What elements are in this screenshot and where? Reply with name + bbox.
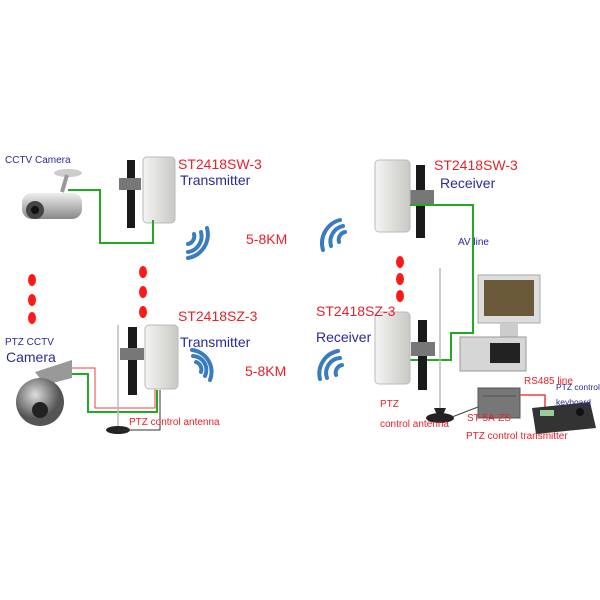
ptz-control-transmitter-icon: [477, 387, 521, 419]
wireless-signal-icon: [186, 226, 210, 260]
distance-bottom: 5-8KM: [245, 363, 287, 379]
control-cable-bottom-left: [72, 367, 156, 409]
ptz-control-antenna-left-icon: [106, 325, 161, 434]
transmitter-top-role: Transmitter: [180, 172, 251, 188]
av-cable-bottom-left: [72, 373, 158, 413]
receiver-antenna-top-icon: [374, 159, 434, 238]
keyboard-label-line1: PTZ control: [556, 382, 600, 392]
cctv-camera-label: CCTV Camera: [5, 155, 71, 166]
transmitter-bottom-role: Transmitter: [180, 334, 251, 350]
ptz-control-antenna-right-icon: [426, 268, 479, 423]
continuation-dots: [28, 256, 404, 324]
ptz-antenna-label-left: PTZ control antenna: [129, 417, 220, 428]
ptz-antenna-label-right-line1: PTZ: [380, 399, 399, 410]
av-line-label: AV line: [458, 237, 489, 248]
device-label: PTZ control transmitter: [466, 431, 568, 442]
keyboard-label-line2: keyboard: [556, 397, 591, 407]
ptz-control-keyboard-icon: [532, 402, 596, 434]
transmitter-antenna-bottom-icon: [120, 324, 179, 395]
receiver-bottom-role: Receiver: [316, 329, 372, 345]
cctv-camera-icon: [22, 169, 82, 219]
wireless-signal-icon: [320, 218, 347, 252]
receiver-bottom-model: ST2418SZ-3: [316, 303, 396, 319]
ptz-antenna-label-right-line2: control antenna: [380, 419, 449, 430]
av-line-cable: [410, 204, 474, 361]
wireless-signal-icon: [190, 348, 214, 382]
rs485-line-label: RS485 line: [524, 376, 573, 387]
receiver-top-model: ST2418SW-3: [434, 157, 518, 173]
av-cable-top-left: [68, 189, 154, 244]
wireless-signal-icon: [317, 349, 344, 381]
receiver-antenna-bottom-icon: [374, 311, 435, 390]
transmitter-bottom-model: ST2418SZ-3: [178, 308, 258, 324]
transmitter-top-model: ST2418SW-3: [178, 156, 262, 172]
rs485-cable: [520, 394, 546, 408]
distance-top: 5-8KM: [246, 231, 288, 247]
ptz-camera-label-line2: Camera: [6, 349, 56, 365]
ptz-camera-icon: [16, 360, 72, 426]
monitoring-computer-icon: [459, 274, 541, 372]
receiver-top-role: Receiver: [440, 175, 496, 191]
ptz-camera-label-line1: PTZ CCTV: [5, 337, 54, 348]
device-model-label: ST-5A-ZS: [467, 413, 511, 424]
transmitter-antenna-top-icon: [119, 156, 176, 228]
